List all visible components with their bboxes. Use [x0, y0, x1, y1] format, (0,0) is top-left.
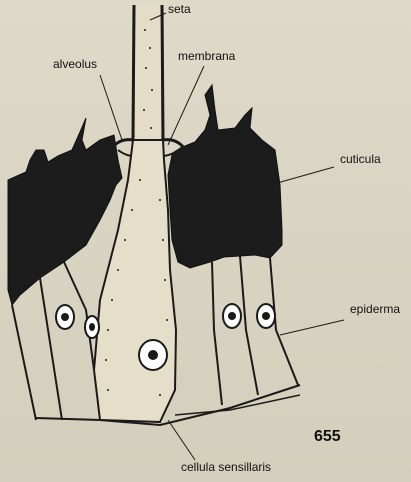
label-epiderma: epiderma	[350, 303, 400, 316]
label-cuticula: cuticula	[340, 153, 381, 166]
epiderma-cell-outline-right	[212, 256, 298, 405]
seta-shaft	[134, 5, 162, 155]
seta-wall-left	[133, 5, 134, 140]
label-cellula-sensillaris: cellula sensillaris	[181, 461, 271, 474]
seta-wall-right	[162, 5, 163, 140]
cuticula-right	[168, 85, 282, 268]
label-membrana: membrana	[178, 50, 235, 63]
label-alveolus: alveolus	[53, 58, 97, 71]
figure-number: 655	[314, 428, 341, 446]
label-seta: seta	[168, 3, 191, 16]
